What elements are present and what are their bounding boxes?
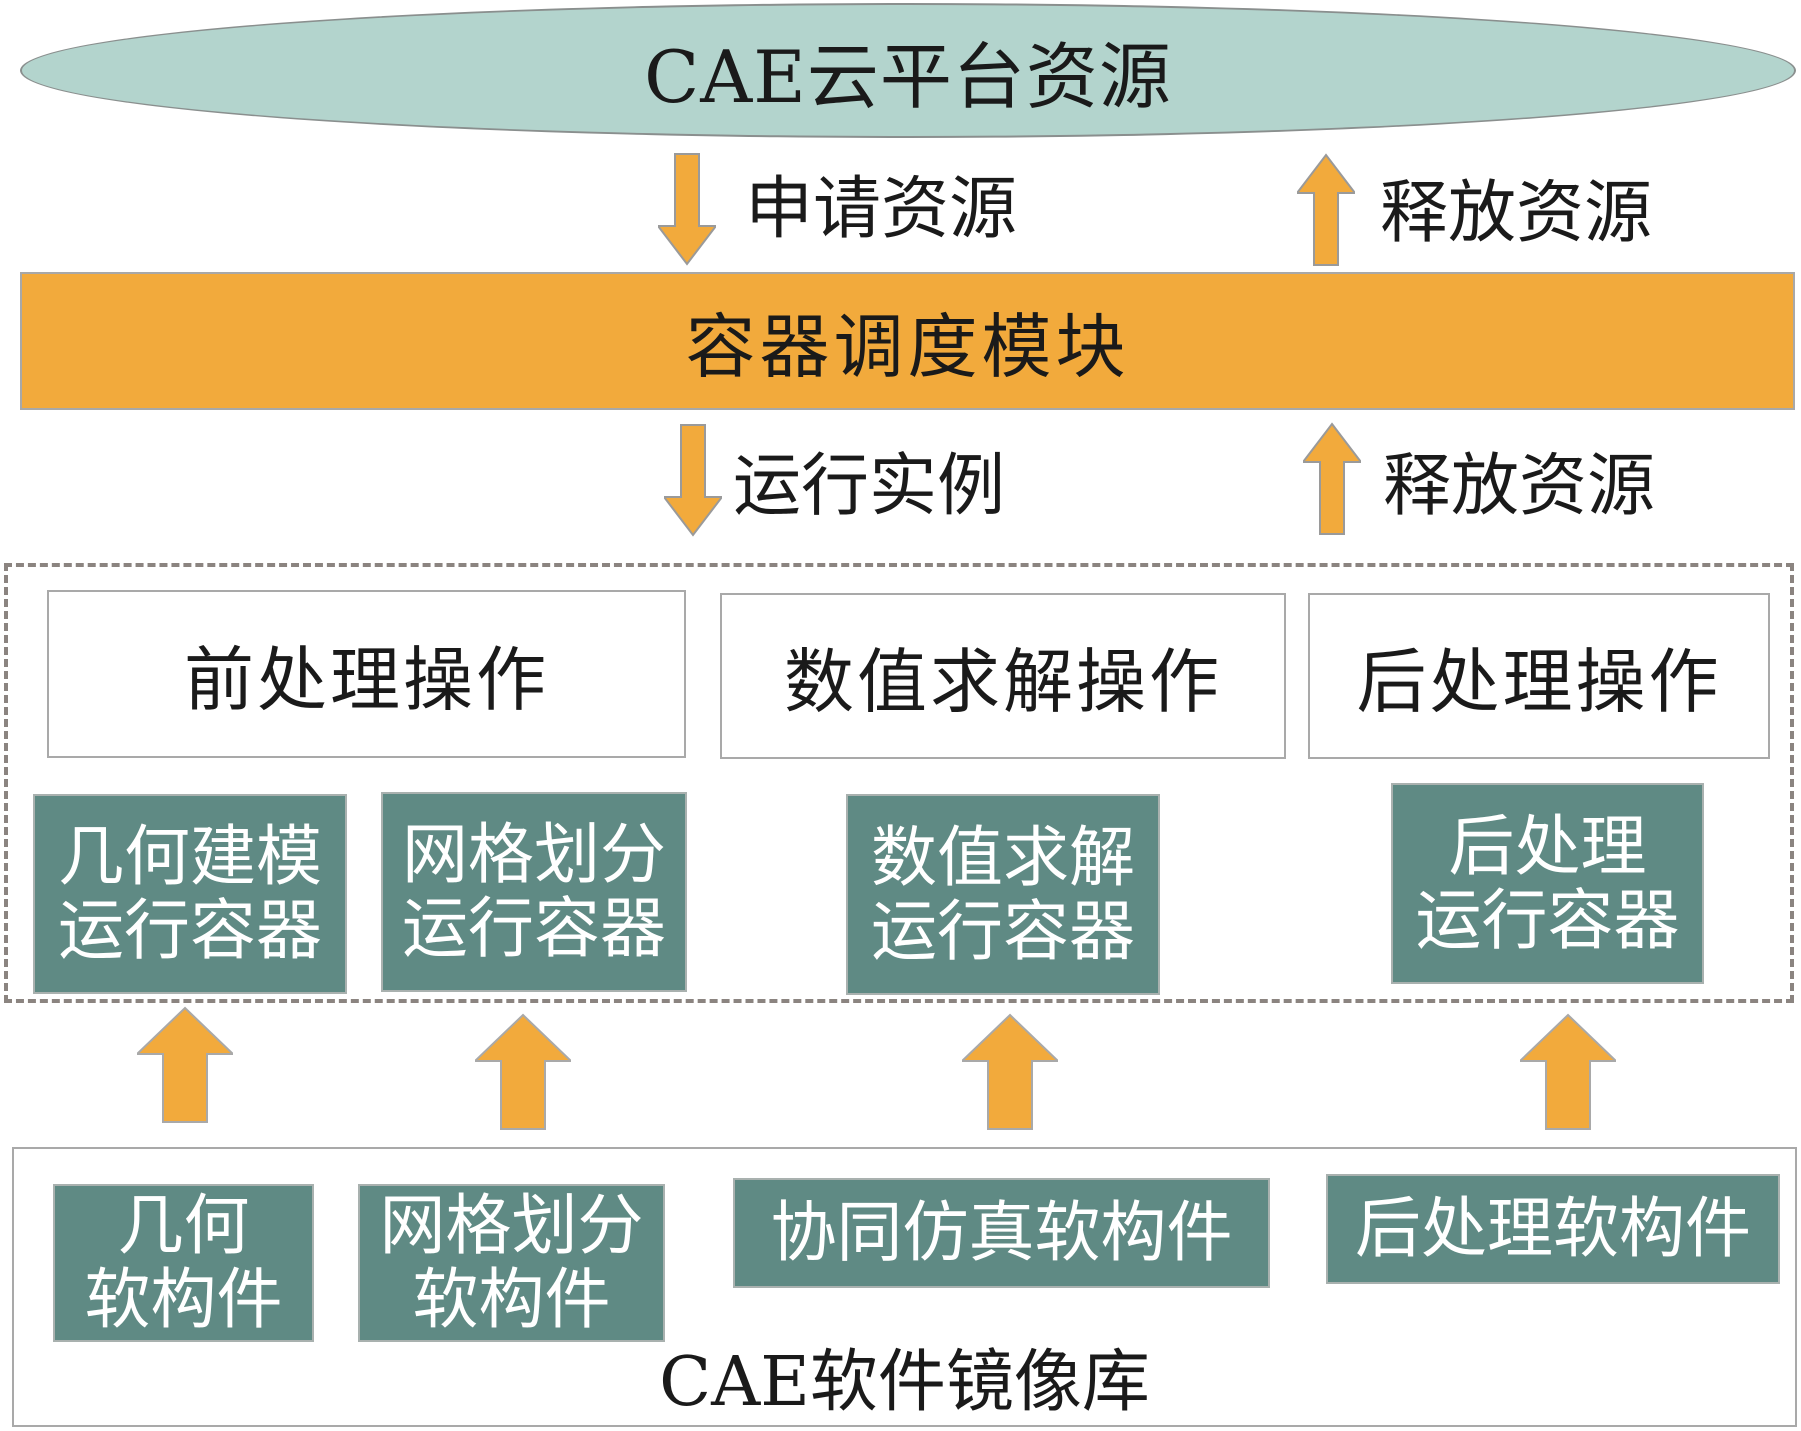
postprocessing-operation: 后处理操作 <box>1308 593 1770 759</box>
mesh-generation-container: 网格划分 运行容器 <box>381 792 687 992</box>
numerical-solve-operation-label: 数值求解操作 <box>784 640 1222 723</box>
library-title: CAE软件镜像库 <box>659 1342 1150 1422</box>
numerical-solve-container: 数值求解 运行容器 <box>846 794 1160 995</box>
postprocessing-upload-arrow-icon <box>1520 1013 1616 1131</box>
scheduler-label: 容器调度模块 <box>685 305 1130 388</box>
run-instance-label: 运行实例 <box>733 447 1006 526</box>
container-line2: 运行容器 <box>58 892 322 969</box>
release-resources-top-label: 释放资源 <box>1380 174 1653 253</box>
preprocessing-operation: 前处理操作 <box>47 590 686 758</box>
request-resources-arrow-icon <box>658 152 716 266</box>
cae-cloud-resources: CAE云平台资源 <box>20 3 1796 138</box>
release-resources-mid-arrow-icon <box>1303 422 1361 536</box>
component-line1: 几何 <box>117 1187 250 1265</box>
run-instance-arrow-icon <box>664 423 722 537</box>
component-line1: 网格划分 <box>379 1187 644 1265</box>
container-scheduler: 容器调度模块 <box>20 272 1795 410</box>
container-line2: 运行容器 <box>1415 881 1680 959</box>
component-line2: 软构件 <box>412 1261 611 1338</box>
release-resources-mid-label: 释放资源 <box>1383 447 1656 526</box>
cloud-label: CAE云平台资源 <box>644 35 1172 119</box>
container-line1: 网格划分 <box>402 816 666 894</box>
postprocessing-component: 后处理软构件 <box>1326 1174 1780 1284</box>
cosim-upload-arrow-icon <box>962 1013 1058 1131</box>
cosimulation-component: 协同仿真软构件 <box>733 1178 1270 1288</box>
preprocessing-operation-label: 前处理操作 <box>184 638 549 721</box>
component-line2: 软构件 <box>84 1261 283 1338</box>
container-line1: 数值求解 <box>871 818 1135 896</box>
runtime-region <box>4 563 1794 1003</box>
postprocessing-container: 后处理 运行容器 <box>1391 783 1704 984</box>
mesh-upload-arrow-icon <box>475 1013 571 1131</box>
mesh-component: 网格划分 软构件 <box>358 1184 665 1342</box>
container-line1: 后处理 <box>1448 807 1647 885</box>
request-resources-label: 申请资源 <box>745 170 1018 249</box>
geometry-upload-arrow-icon <box>137 1006 233 1124</box>
geometry-component: 几何 软构件 <box>53 1184 314 1342</box>
container-line2: 运行容器 <box>402 890 666 967</box>
postprocessing-operation-label: 后处理操作 <box>1356 640 1722 723</box>
container-line2: 运行容器 <box>871 892 1135 970</box>
container-line1: 几何建模 <box>58 818 322 896</box>
numerical-solve-operation: 数值求解操作 <box>720 593 1286 759</box>
component-line1: 后处理软构件 <box>1355 1190 1751 1268</box>
geometry-modeling-container: 几何建模 运行容器 <box>33 794 347 994</box>
release-resources-top-arrow-icon <box>1297 153 1355 267</box>
component-line1: 协同仿真软构件 <box>770 1194 1233 1272</box>
library-title-wrap: CAE软件镜像库 <box>12 1332 1797 1422</box>
